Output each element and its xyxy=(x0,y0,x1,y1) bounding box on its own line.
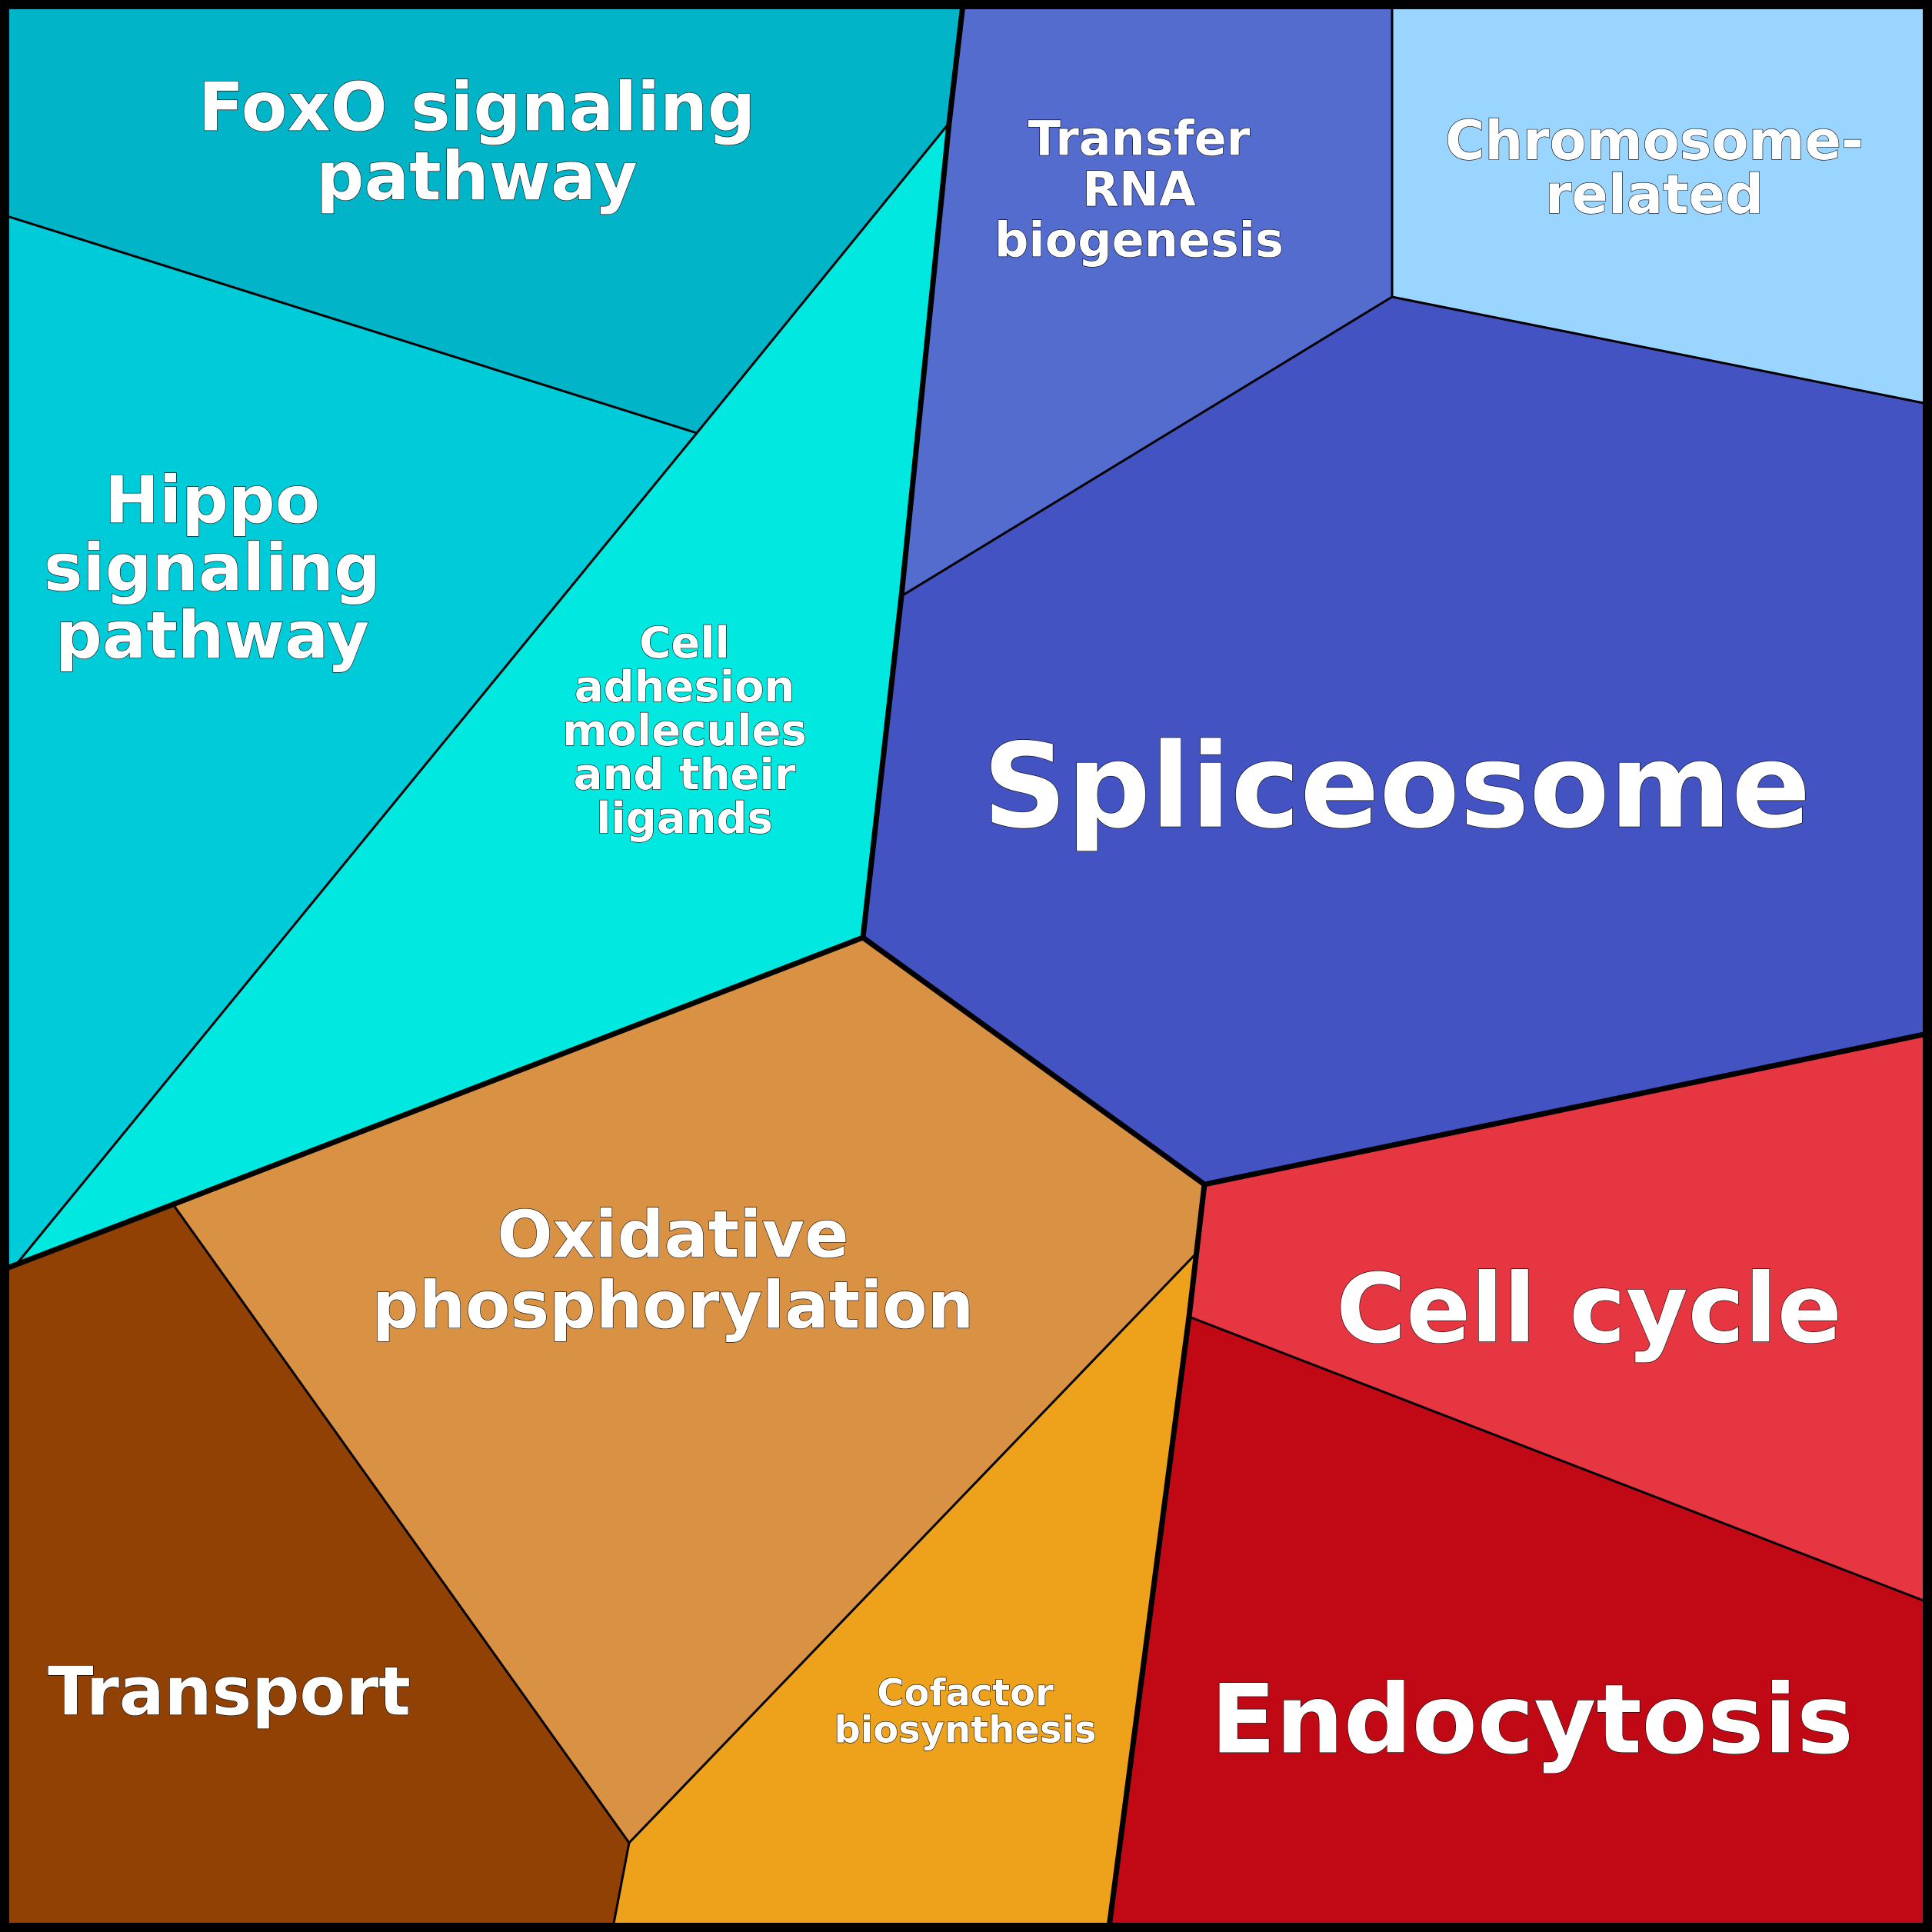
cell-label-line: Cell xyxy=(639,618,729,668)
cell-label-line: Endocytosis xyxy=(1211,1665,1854,1776)
cell-label-line: Chromosome- xyxy=(1445,109,1864,172)
cell-label-line: related xyxy=(1545,163,1764,226)
cell-label-transport: Transport xyxy=(48,1652,411,1730)
cell-boundary xyxy=(901,295,1928,598)
cell-label-line: Hippo xyxy=(105,463,320,539)
cell-transfer-rna xyxy=(901,5,1392,596)
cell-label-line: Cell cycle xyxy=(1336,1254,1842,1365)
cell-label-endocytosis: Endocytosis xyxy=(1211,1665,1854,1776)
cell-label-line: FoxO signaling xyxy=(198,68,755,146)
cell-label-line: pathway xyxy=(55,598,369,675)
cell-label-chromosome: Chromosome-related xyxy=(1445,109,1864,226)
cell-label-line: signaling xyxy=(44,531,381,607)
cell-label-line: Oxidative xyxy=(497,1198,848,1274)
cell-hippo xyxy=(5,215,697,1269)
group-boundary xyxy=(860,4,966,938)
cell-label-cell-cycle: Cell cycle xyxy=(1336,1254,1842,1365)
cell-chromosome xyxy=(1392,5,1927,404)
cell-label-line: phosphorylation xyxy=(372,1268,974,1344)
cell-cell-cycle xyxy=(1189,1034,1927,1602)
cell-label-line: Transfer xyxy=(1028,110,1251,166)
cell-label-line: biogenesis xyxy=(994,212,1284,268)
cell-label-line: Cofactor xyxy=(877,1671,1054,1714)
cell-label-line: ligands xyxy=(596,794,773,844)
cell-transport xyxy=(5,1204,629,1927)
cell-label-spliceosome: Spliceosome xyxy=(983,718,1810,854)
cell-label-line: and their xyxy=(574,750,796,800)
cell-label-line: adhesion xyxy=(575,662,795,712)
cell-cell-adhesion xyxy=(17,123,949,1264)
edges-layer xyxy=(3,4,1928,1928)
cell-boundary xyxy=(1188,1315,1928,1604)
cell-oxphos xyxy=(173,938,1204,1843)
cell-label-line: biosynthesis xyxy=(834,1708,1096,1751)
cell-cofactor xyxy=(613,1255,1194,1927)
cell-label-line: molecules xyxy=(562,706,807,756)
cell-boundary xyxy=(695,122,951,434)
cell-spliceosome xyxy=(863,297,1927,1184)
cells-layer xyxy=(5,5,1927,1927)
cell-label-line: RNA xyxy=(1082,161,1196,217)
cell-foxo xyxy=(5,5,963,433)
cell-boundary xyxy=(4,214,698,435)
cell-label-line: Transport xyxy=(48,1652,411,1730)
cell-boundary xyxy=(15,432,698,1264)
cell-boundary xyxy=(628,1254,1196,1844)
cell-endocytosis xyxy=(1109,1317,1927,1927)
cell-label-line: Spliceosome xyxy=(983,718,1810,854)
cell-label-line: pathway xyxy=(316,137,638,215)
